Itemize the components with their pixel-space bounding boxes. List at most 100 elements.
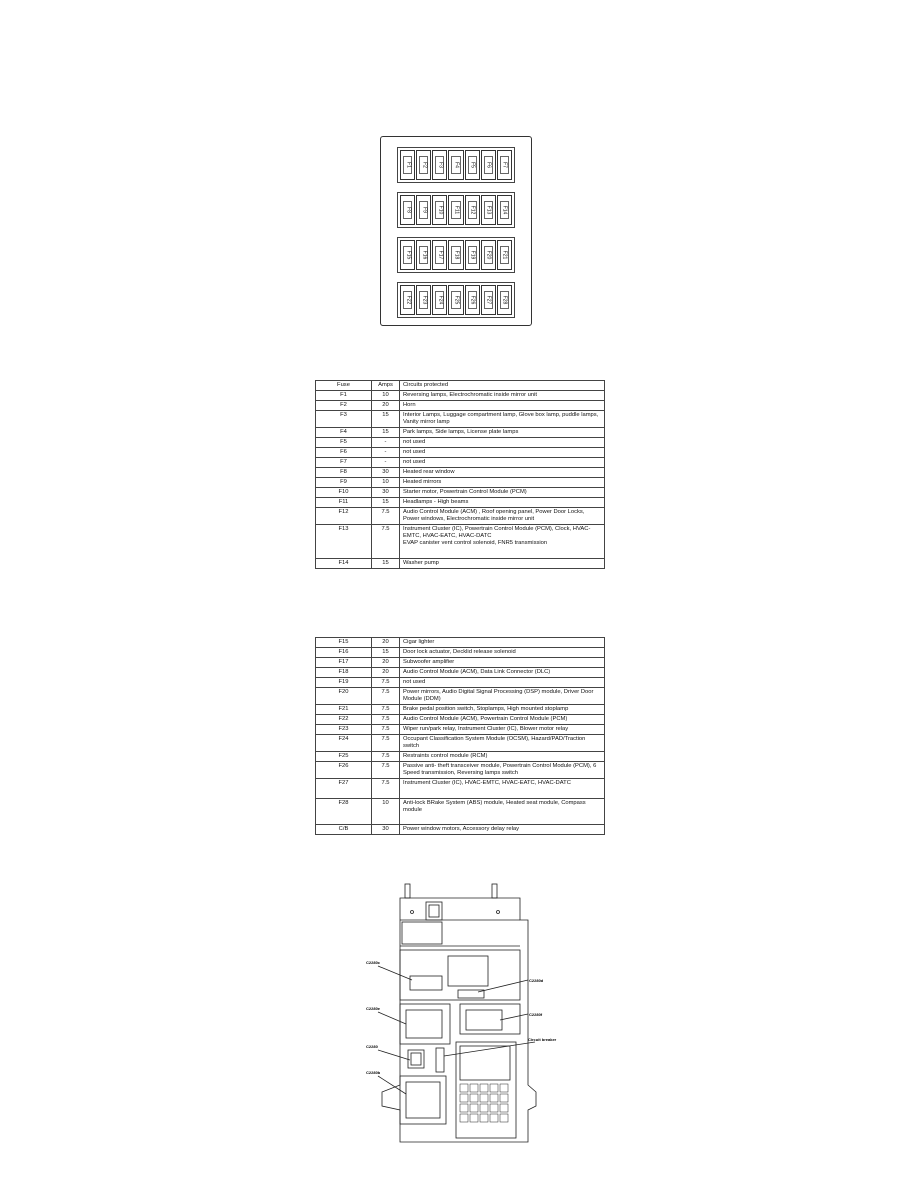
fuse-cell: F12 — [315, 507, 372, 525]
amps-cell: 7.5 — [371, 507, 400, 525]
fuse-label: F26 — [469, 295, 476, 305]
fuse-label: F5 — [469, 162, 476, 168]
circuits-cell: Instrument Cluster (IC), Powertrain Cont… — [399, 524, 605, 559]
fuse-cell: F26 — [315, 761, 372, 779]
fuse-slot: F2 — [416, 150, 432, 180]
fuse-label: F22 — [405, 295, 412, 305]
fuse-slot: F11 — [448, 195, 464, 225]
amps-cell: 7.5 — [371, 687, 400, 705]
table-header-row: Fuse Amps Circuits protected — [315, 380, 605, 391]
fuse-label: F25 — [453, 295, 460, 305]
fuse-cell: F27 — [315, 778, 372, 799]
fuse-cell: C/B — [315, 824, 372, 835]
amps-cell: 20 — [371, 637, 400, 648]
header-amps: Amps — [371, 380, 400, 391]
amps-cell: 30 — [371, 824, 400, 835]
fuse-label: F4 — [453, 162, 460, 168]
fuse-cell: F5 — [315, 437, 372, 448]
fuse-label: F21 — [501, 250, 508, 260]
circuits-cell: Heated rear window — [399, 467, 605, 478]
amps-cell: 15 — [371, 427, 400, 438]
callout-c2280c: C2280c — [366, 960, 381, 965]
fuse-label: F1 — [405, 162, 412, 168]
callout-c2280b: C2280b — [366, 1070, 381, 1075]
fuse-cell: F4 — [315, 427, 372, 438]
fuse-slot: F10 — [432, 195, 448, 225]
amps-cell: 10 — [371, 798, 400, 825]
amps-cell: 7.5 — [371, 704, 400, 715]
fuse-cell: F15 — [315, 637, 372, 648]
fuse-label: F9 — [421, 207, 428, 213]
circuits-cell: Audio Control Module (ACM) , Roof openin… — [399, 507, 605, 525]
fuse-cell: F7 — [315, 457, 372, 468]
fuse-slot: F7 — [496, 150, 512, 180]
amps-cell: 7.5 — [371, 524, 400, 559]
fuse-label: F19 — [469, 250, 476, 260]
circuits-cell: not used — [399, 677, 605, 688]
circuits-cell: Cigar lighter — [399, 637, 605, 648]
fuse-label: F23 — [421, 295, 428, 305]
circuits-cell: Instrument Cluster (IC), HVAC-EMTC, HVAC… — [399, 778, 605, 799]
fuse-cell: F9 — [315, 477, 372, 488]
fuse-slot: F15 — [400, 240, 416, 270]
circuits-cell: Power window motors, Accessory delay rel… — [399, 824, 605, 835]
callout-c2280f: C2280f — [529, 1012, 543, 1017]
fuse-slot: F5 — [464, 150, 480, 180]
fuse-cell: F8 — [315, 467, 372, 478]
fuse-label: F15 — [405, 250, 412, 260]
amps-cell: - — [371, 457, 400, 468]
fuse-slot: F4 — [448, 150, 464, 180]
circuits-cell: Restraints control module (RCM) — [399, 751, 605, 762]
circuits-cell: Interior Lamps, Luggage compartment lamp… — [399, 410, 605, 428]
fuse-slot: F3 — [432, 150, 448, 180]
junction-box-diagram: C2280c C2280d C2280e C2280f C2280 Circui… — [360, 880, 560, 1150]
amps-cell: 15 — [371, 497, 400, 508]
circuits-cell: Reversing lamps, Electrochromatic inside… — [399, 390, 605, 401]
fuse-slot: F18 — [448, 240, 464, 270]
amps-cell: 7.5 — [371, 724, 400, 735]
fuse-slot: F12 — [464, 195, 480, 225]
header-fuse: Fuse — [315, 380, 372, 391]
circuits-cell: Anti-lock BRake System (ABS) module, Hea… — [399, 798, 605, 825]
fuse-slot: F25 — [448, 285, 464, 315]
fuse-slot: F28 — [496, 285, 512, 315]
fuse-slot: F17 — [432, 240, 448, 270]
fuse-slot: F19 — [464, 240, 480, 270]
fuse-cell: F6 — [315, 447, 372, 458]
fuse-label: F7 — [501, 162, 508, 168]
fuse-label: F3 — [437, 162, 444, 168]
fuse-label: F28 — [501, 295, 508, 305]
fuse-cell: F18 — [315, 667, 372, 678]
circuits-cell: Door lock actuator, Decklid release sole… — [399, 647, 605, 658]
callout-c2280e: C2280e — [366, 1006, 381, 1011]
circuits-cell: not used — [399, 457, 605, 468]
amps-cell: 20 — [371, 400, 400, 411]
fuse-label: F6 — [485, 162, 492, 168]
fuse-cell: F16 — [315, 647, 372, 658]
circuits-cell: Audio Control Module (ACM), Data Link Co… — [399, 667, 605, 678]
fuse-slot: F8 — [400, 195, 416, 225]
fuse-label: F12 — [469, 205, 476, 215]
amps-cell: 7.5 — [371, 677, 400, 688]
amps-cell: 15 — [371, 647, 400, 658]
amps-cell: 7.5 — [371, 761, 400, 779]
amps-cell: 30 — [371, 467, 400, 478]
amps-cell: 7.5 — [371, 778, 400, 799]
amps-cell: 10 — [371, 390, 400, 401]
circuits-cell: Passive anti- theft transceiver module, … — [399, 761, 605, 779]
amps-cell: 10 — [371, 477, 400, 488]
fuse-label: F13 — [485, 205, 492, 215]
circuits-cell: Washer pump — [399, 558, 605, 569]
callout-circuit-breaker: Circuit breaker — [528, 1037, 557, 1042]
fuse-cell: F10 — [315, 487, 372, 498]
fuse-slot: F20 — [480, 240, 496, 270]
fuse-slot: F6 — [480, 150, 496, 180]
